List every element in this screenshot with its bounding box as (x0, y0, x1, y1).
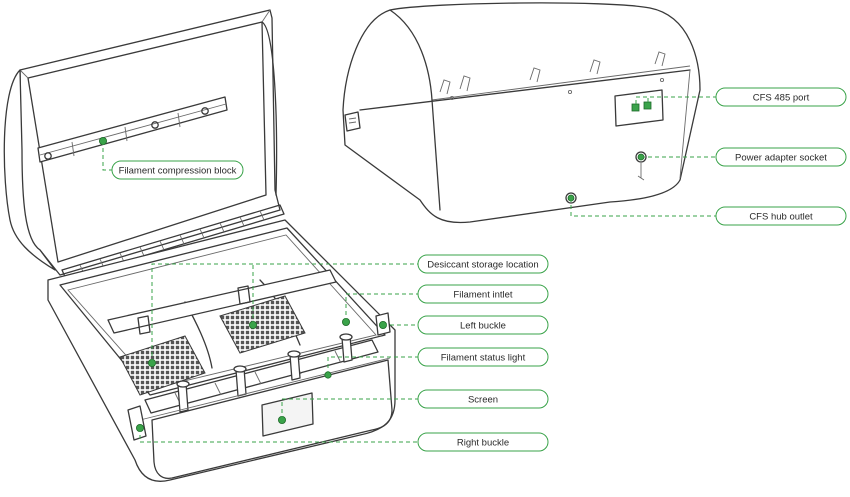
callout-compression-block: Filament compression block (111, 160, 244, 180)
callout-power: Power adapter socket (715, 147, 847, 167)
label-status-light: Filament status light (441, 353, 526, 364)
screen-panel (261, 392, 314, 437)
closed-unit (342, 2, 701, 224)
callout-filament-inlet: Filament intlet (417, 284, 549, 304)
label-hub: CFS hub outlet (749, 212, 813, 223)
side-knob (344, 111, 361, 132)
lid-side (3, 69, 56, 271)
closed-body (342, 2, 701, 224)
label-filament-inlet: Filament intlet (453, 290, 512, 301)
opening-rim (59, 227, 386, 396)
label-right-buckle: Right buckle (457, 438, 509, 449)
callout-hub: CFS hub outlet (715, 206, 847, 226)
front-panel (151, 359, 393, 480)
label-cfs485: CFS 485 port (753, 93, 810, 104)
label-left-buckle: Left buckle (460, 321, 506, 332)
callout-desiccant: Desiccant storage location (417, 254, 549, 274)
open-unit (3, 9, 396, 482)
desiccant-mesh-left (119, 335, 206, 396)
lid-inner (27, 21, 267, 263)
label-desiccant: Desiccant storage location (427, 260, 538, 271)
callout-cfs485: CFS 485 port (715, 87, 847, 107)
label-screen: Screen (468, 395, 498, 406)
callout-left-buckle: Left buckle (417, 315, 549, 335)
label-power: Power adapter socket (735, 153, 827, 164)
callout-screen: Screen (417, 389, 549, 409)
callout-right-buckle: Right buckle (417, 432, 549, 452)
cfs485-port-2 (643, 101, 652, 110)
cfs485-port-1 (631, 103, 640, 112)
leader-lines (102, 96, 716, 443)
desiccant-mesh-right (219, 295, 306, 354)
label-compression-block: Filament compression block (119, 166, 237, 177)
back-roller (107, 269, 337, 334)
callout-status-light: Filament status light (417, 347, 549, 367)
